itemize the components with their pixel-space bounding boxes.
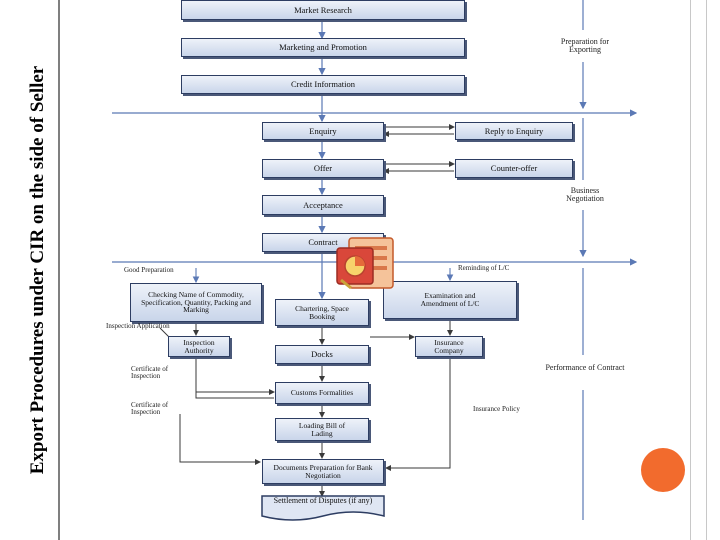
right-border-line <box>690 0 691 540</box>
label-performance-of-contract: Performance of Contract <box>545 363 625 372</box>
settlement-of-disputes-label: Settlement of Disputes (if any) <box>273 496 373 505</box>
inspection-authority-box: Inspection Authority <box>168 336 230 357</box>
credit-information-box: Credit Information <box>181 75 465 94</box>
orange-circle-decoration <box>641 448 685 492</box>
enquiry-box: Enquiry <box>262 122 384 140</box>
label-business-negotiation: Business Negotiation <box>566 186 604 204</box>
label-insurance-policy: Insurance Policy <box>473 405 520 413</box>
customs-formalities-box: Customs Formalities <box>275 382 369 404</box>
label-certificate-of-inspection-1: Certificate of Inspection <box>131 365 169 381</box>
counter-offer-box: Counter-offer <box>455 159 573 178</box>
label-preparation-for-exporting: Preparation for Exporting <box>560 37 610 55</box>
docks-box: Docks <box>275 345 369 364</box>
market-research-box: Market Research <box>181 0 465 20</box>
acceptance-box: Acceptance <box>262 195 384 215</box>
insurance-company-box: Insurance Company <box>415 336 483 357</box>
label-reminding-of-lc: Reminding of L/C <box>458 264 510 272</box>
documents-preparation-box: Documents Preparation for Bank Negotiati… <box>262 459 384 484</box>
checking-commodity-box: Checking Name of Commodity, Specificatio… <box>130 283 262 322</box>
examination-amendment-lc-box: Examination and Amendment of L/C <box>383 281 517 319</box>
label-certificate-of-inspection-2: Certificate of Inspection <box>131 401 169 417</box>
left-divider <box>58 0 60 540</box>
chartering-space-booking-box: Chartering, Space Booking <box>275 299 369 326</box>
label-good-preparation: Good Preparation <box>124 266 174 274</box>
powerpoint-logo-icon <box>336 237 394 290</box>
reply-to-enquiry-box: Reply to Enquiry <box>455 122 573 140</box>
label-inspection-application: Inspection Application <box>106 322 170 330</box>
right-border-line-outer <box>706 0 707 540</box>
loading-bill-of-lading-box: Loading Bill of Lading <box>275 418 369 441</box>
offer-box: Offer <box>262 159 384 178</box>
marketing-promotion-box: Marketing and Promotion <box>181 38 465 57</box>
